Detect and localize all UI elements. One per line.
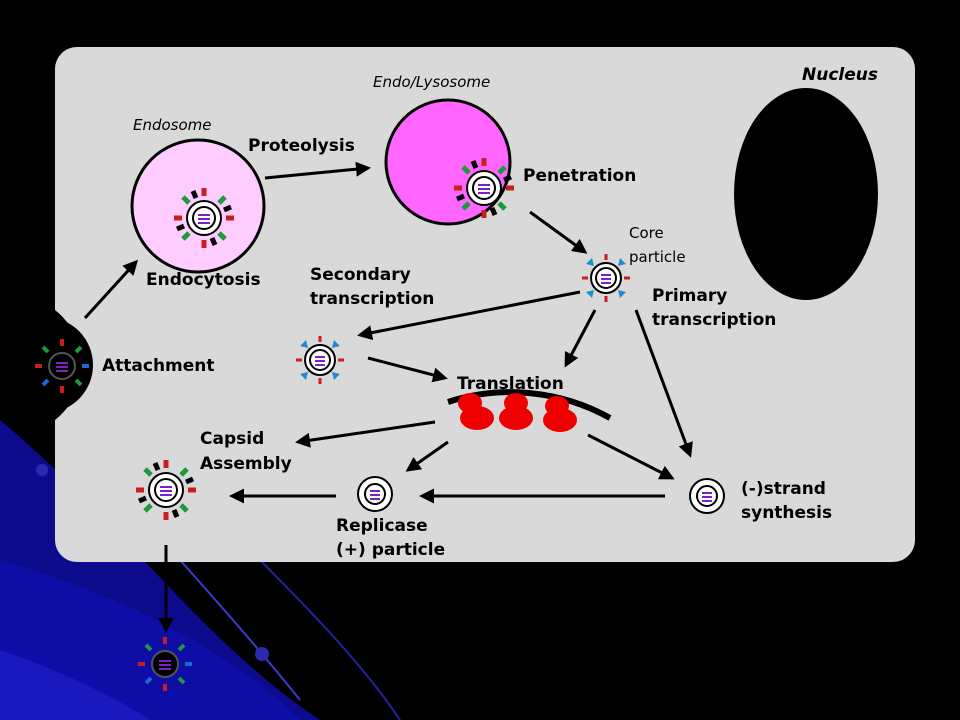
minus-strand-label-1: (-)strand bbox=[741, 479, 826, 499]
virus-exit-icon bbox=[138, 637, 192, 691]
endocytosis-label: Endocytosis bbox=[146, 270, 261, 290]
nucleus bbox=[734, 88, 878, 300]
secondary-core-icon bbox=[296, 336, 344, 384]
replicase-particle-icon bbox=[357, 476, 393, 512]
minus-strand-particle-icon bbox=[689, 478, 725, 514]
replicase-label-2: (+) particle bbox=[336, 540, 445, 560]
ribosomes bbox=[447, 389, 612, 432]
attachment-label: Attachment bbox=[102, 356, 215, 376]
translation-label: Translation bbox=[457, 374, 564, 394]
virus-lysosome-icon bbox=[454, 158, 514, 218]
cell-body bbox=[55, 47, 915, 562]
core-particle-icon bbox=[582, 254, 630, 302]
virus-assembled-icon bbox=[136, 460, 196, 520]
nucleus-label: Nucleus bbox=[802, 65, 878, 85]
replicase-label-1: Replicase bbox=[336, 516, 428, 536]
secondary-transcription-label-1: Secondary bbox=[310, 265, 411, 285]
endo-lysosome-label: Endo/Lysosome bbox=[373, 73, 490, 91]
capsid-assembly-label-1: Capsid bbox=[200, 429, 264, 449]
capsid-assembly-label-2: Assembly bbox=[200, 454, 292, 474]
core-particle-label-1: Core bbox=[629, 224, 664, 242]
virus-endosome-icon bbox=[174, 188, 234, 248]
primary-transcription-label-2: transcription bbox=[652, 310, 776, 330]
proteolysis-label: Proteolysis bbox=[248, 136, 355, 156]
virus-attachment-icon bbox=[35, 339, 89, 393]
endosome-label: Endosome bbox=[133, 116, 212, 134]
core-particle-label-2: particle bbox=[629, 248, 686, 266]
pathway-arrows bbox=[83, 161, 693, 633]
primary-transcription-label-1: Primary bbox=[652, 286, 727, 306]
endo-lysosome bbox=[384, 98, 512, 226]
attachment-site bbox=[0, 317, 93, 413]
minus-strand-label-2: synthesis bbox=[741, 503, 832, 523]
penetration-label: Penetration bbox=[523, 166, 636, 186]
secondary-transcription-label-2: transcription bbox=[310, 289, 434, 309]
